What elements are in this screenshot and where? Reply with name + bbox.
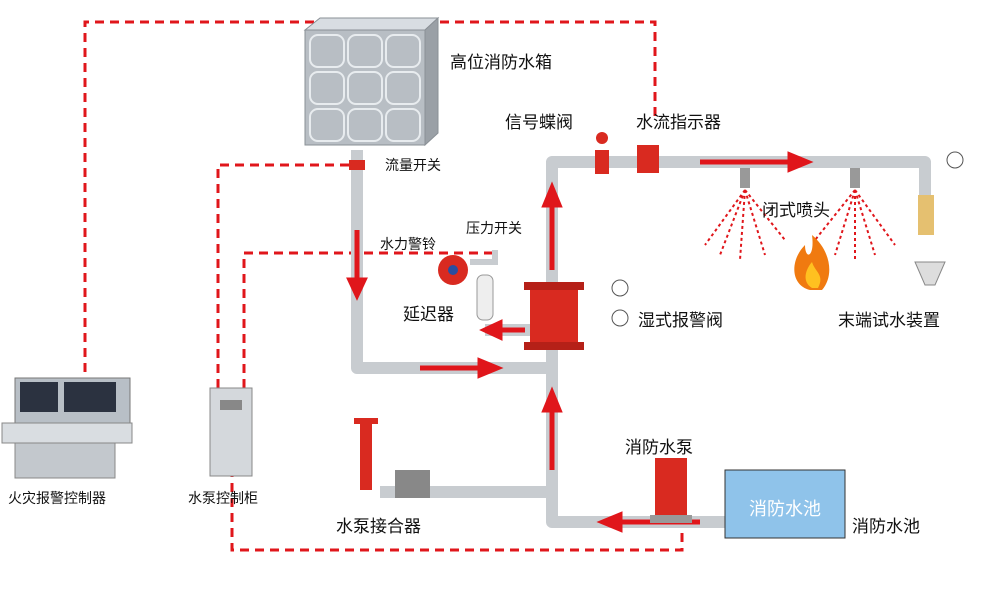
label-end-test: 末端试水装置: [838, 311, 940, 331]
water-flow-indicator: [637, 145, 659, 173]
alarm-valve: [524, 279, 629, 350]
label-alarm-valve: 湿式报警阀: [638, 311, 723, 331]
signal-line-flow-switch: [216, 163, 352, 388]
fire-pool: [724, 469, 846, 539]
pipes: [351, 150, 931, 528]
end-test-device: [914, 151, 964, 286]
label-connector: 水泵接合器: [336, 517, 421, 537]
pump-control-cabinet: [209, 387, 253, 477]
label-pump-cabinet: 水泵控制柜: [188, 491, 258, 507]
fire-alarm-controller: [1, 377, 133, 479]
sprinklers: [704, 168, 896, 261]
signal-butterfly-valve: [595, 132, 609, 174]
label-pool-inner: 消防水池: [749, 499, 821, 520]
label-water-bell: 水力警铃: [380, 237, 436, 253]
retard-chamber: [476, 274, 494, 321]
label-fire-controller: 火灾报警控制器: [8, 491, 106, 507]
label-signal-valve: 信号蝶阀: [505, 113, 573, 133]
signal-line-pressure-switch: [242, 251, 495, 388]
water-bell: [438, 255, 468, 285]
water-tank: [303, 16, 440, 147]
label-tank: 高位消防水箱: [450, 53, 552, 73]
label-sprinkler: 闭式喷头: [762, 201, 830, 221]
label-flow-indicator: 水流指示器: [636, 113, 721, 133]
label-pressure-switch: 压力开关: [466, 221, 522, 237]
fire-pump: [650, 458, 692, 523]
pipe-riser: [546, 156, 931, 522]
retard-pipe: [470, 250, 498, 265]
label-retard: 延迟器: [403, 305, 454, 325]
label-pump: 消防水泵: [625, 438, 693, 458]
fire-icon: [794, 235, 830, 290]
signal-line-pump: [230, 468, 684, 552]
label-flow-switch: 流量开关: [385, 158, 441, 174]
pump-connector: [354, 418, 430, 498]
label-pool: 消防水池: [852, 517, 920, 537]
flow-switch: [349, 160, 365, 170]
